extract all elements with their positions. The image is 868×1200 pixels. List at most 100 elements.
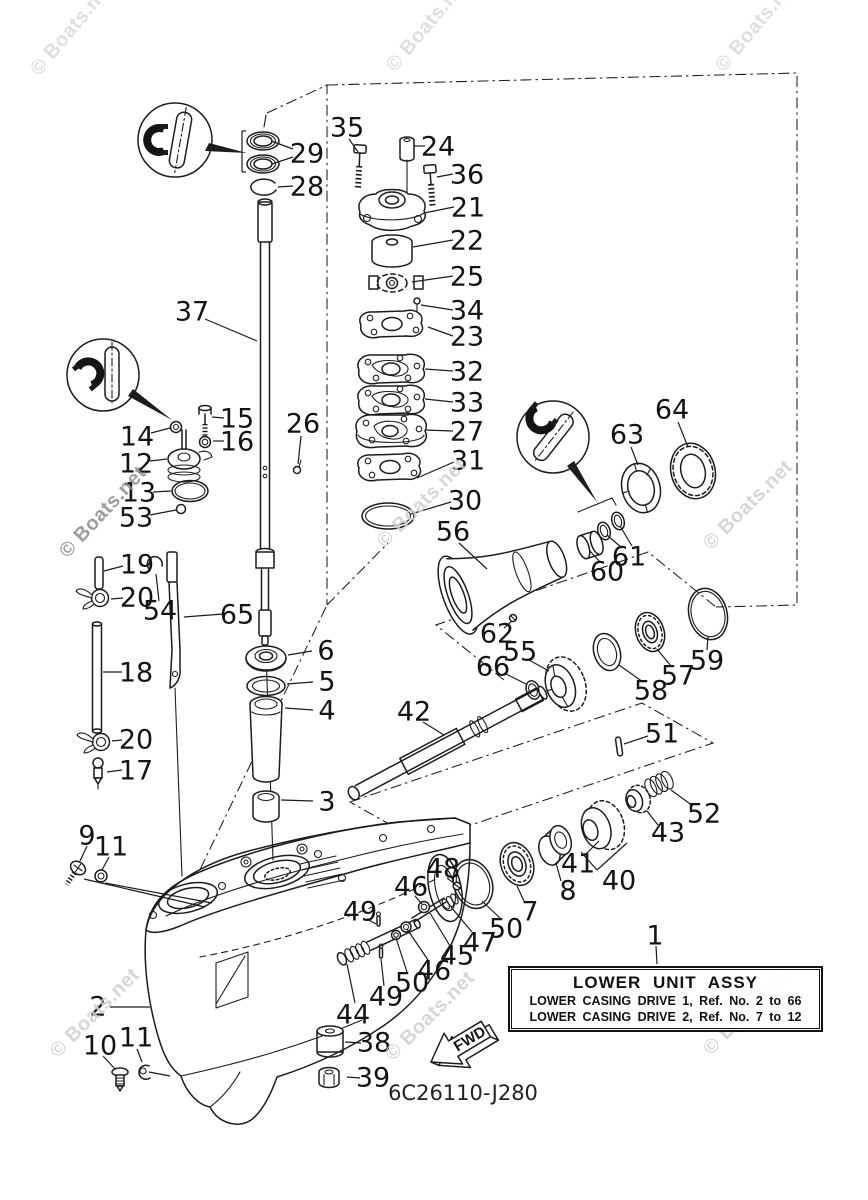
callout-label: 56 — [436, 517, 470, 548]
leader-line — [410, 501, 452, 515]
leader-line — [589, 550, 601, 563]
pin-51 — [614, 736, 624, 757]
leader-line — [411, 275, 454, 283]
callout-label: 29 — [290, 139, 324, 170]
tube-group — [64, 556, 111, 886]
leader-line — [458, 542, 488, 570]
leader-line — [429, 912, 451, 947]
detail-circle-clip-left — [66, 338, 172, 420]
lower-casing — [144, 817, 471, 1125]
leader-line — [101, 856, 110, 871]
leader-line — [344, 1041, 362, 1044]
nut-14 — [169, 420, 183, 434]
water-pump-housing-21 — [358, 188, 426, 232]
leader-line — [619, 525, 633, 547]
callout-label: 66 — [476, 652, 510, 683]
ball-53 — [175, 503, 187, 515]
washer-58 — [592, 632, 622, 672]
callout-label: 40 — [602, 866, 636, 897]
screw-9 — [64, 860, 87, 886]
shift-plunger-group — [336, 881, 462, 966]
spring-52 — [644, 770, 674, 798]
part-code: 6C26110-J280 — [388, 1081, 538, 1105]
bearing-57 — [634, 611, 666, 653]
leader-line — [110, 597, 124, 600]
info-box-inner: LOWER UNIT ASSY LOWER CASING DRIVE 1, Re… — [511, 969, 820, 1029]
callout-label: 50 — [489, 914, 523, 945]
leader-line — [297, 435, 302, 465]
callout-label: 12 — [119, 449, 153, 480]
callout-label: 33 — [450, 388, 484, 419]
callout-label: 48 — [426, 854, 460, 885]
callout-label: 65 — [220, 600, 254, 631]
callout-label: 51 — [645, 719, 679, 750]
bolt-35 — [353, 144, 367, 191]
sleeve-4 — [249, 695, 283, 783]
leader-line — [346, 963, 356, 1004]
leader-line — [406, 928, 429, 961]
leader-line — [580, 851, 598, 871]
leader-line — [183, 613, 224, 618]
leader-line — [481, 900, 501, 919]
callout-label: 37 — [175, 297, 209, 328]
callout-label: 13 — [122, 478, 156, 509]
leader-line — [423, 206, 455, 214]
leader-line — [596, 842, 628, 871]
leader-line — [424, 368, 454, 372]
leader-line — [211, 416, 225, 419]
callout-label: 47 — [463, 928, 497, 959]
clamp-20b — [76, 732, 111, 754]
leader-line — [427, 326, 454, 337]
callout-label: 55 — [503, 637, 537, 668]
leader-line — [420, 304, 454, 311]
leader-line — [102, 1055, 116, 1070]
watermark-text: © Boats.net — [382, 0, 474, 76]
screw-62 — [508, 613, 518, 623]
washer-46a — [417, 900, 431, 914]
callout-label: 45 — [440, 941, 474, 972]
cam-12 — [167, 429, 213, 483]
callout-label: 4 — [318, 696, 335, 727]
pin-49b — [378, 943, 384, 959]
leader-line — [528, 659, 550, 672]
leader-line — [284, 707, 314, 711]
callout-label: 21 — [451, 193, 485, 224]
bolt-15 — [198, 404, 212, 436]
bearing-6 — [245, 645, 287, 672]
leader-line — [618, 664, 644, 683]
callout-label: 8 — [559, 876, 576, 907]
thrust-washer-8 — [538, 824, 573, 866]
callout-label: 50 — [395, 968, 429, 999]
callout-label: 26 — [286, 409, 320, 440]
callout-label: 46 — [394, 872, 428, 903]
callout-label: 6 — [317, 636, 334, 667]
leader-line — [270, 140, 294, 150]
detail-circle-clip-right — [516, 400, 617, 513]
callout-label: 34 — [450, 296, 484, 327]
washers-61 — [596, 511, 626, 541]
callout-label: 7 — [521, 897, 538, 928]
callout-label: 49 — [369, 982, 403, 1013]
callout-label: 63 — [610, 420, 644, 451]
washer-11a — [94, 869, 108, 883]
callout-label: 30 — [448, 486, 482, 517]
forward-gear-group — [525, 587, 729, 712]
diagram-line-art — [64, 102, 729, 1125]
washer-46b — [400, 921, 412, 933]
leader-line — [503, 672, 527, 685]
callout-label: 3 — [318, 787, 335, 818]
leader-line — [450, 906, 473, 933]
shift-rod — [146, 551, 183, 877]
callout-label: 17 — [119, 756, 153, 787]
callout-label: 15 — [220, 404, 254, 435]
callout-label: 43 — [651, 818, 685, 849]
leader-line — [422, 721, 445, 736]
callout-label: 14 — [120, 422, 154, 453]
callout-label: 44 — [336, 1000, 370, 1031]
leader-line — [606, 534, 623, 549]
callout-label: 31 — [451, 446, 485, 477]
leader-line — [416, 461, 455, 479]
leader-line — [271, 156, 294, 165]
leader-line — [584, 840, 600, 856]
